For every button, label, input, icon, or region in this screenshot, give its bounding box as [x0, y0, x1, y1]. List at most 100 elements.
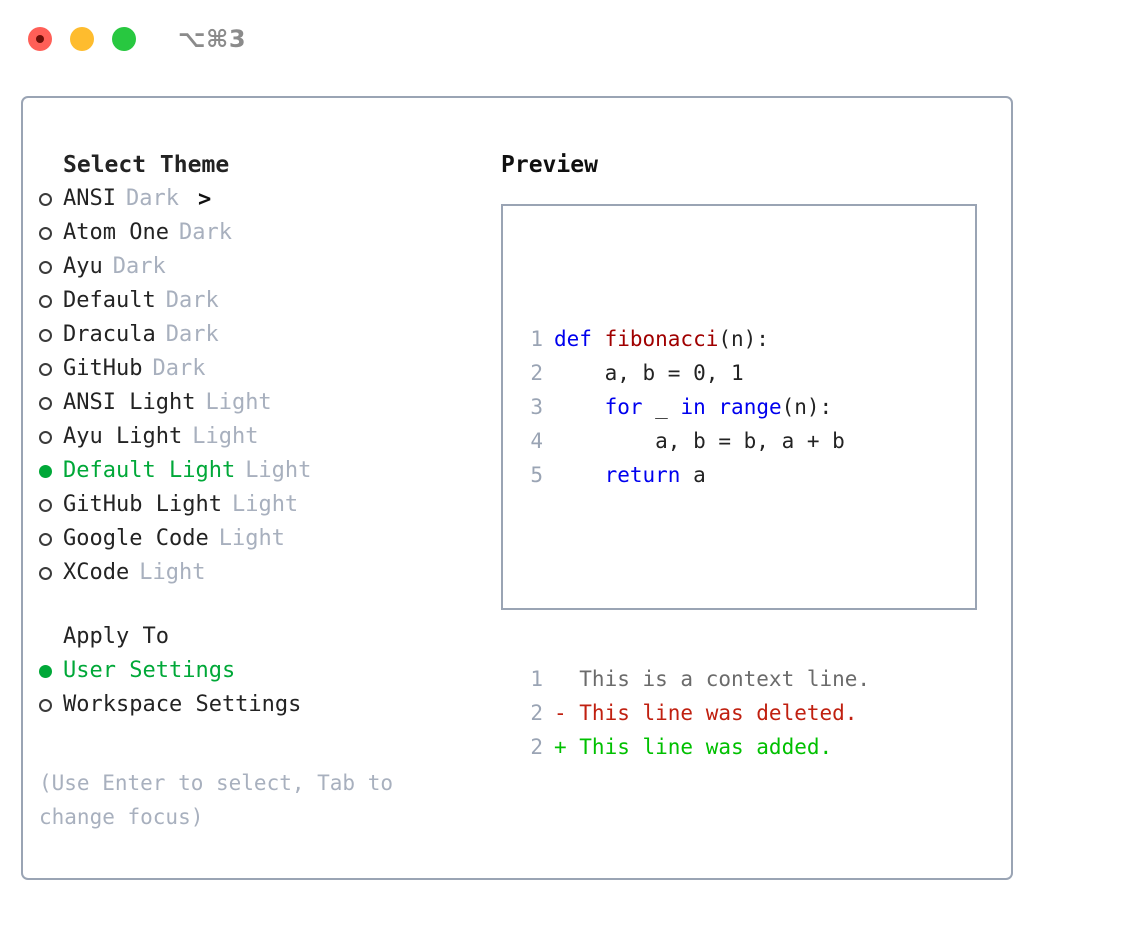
theme-option-label: Google Code — [63, 526, 209, 551]
diff-line-text: - This line was deleted. — [554, 701, 858, 725]
theme-option-variant: Dark — [165, 322, 219, 347]
diff-sample: 1 This is a context line. 2 - This line wa… — [517, 662, 870, 764]
code-token: return — [604, 463, 681, 487]
title-bar: ⌥⌘3 — [0, 0, 1140, 78]
theme-option-label: ANSI Light — [63, 390, 196, 415]
apply-to-option-user-settings[interactable]: User Settings — [39, 654, 479, 688]
theme-option-label: Ayu Light — [63, 424, 183, 449]
diff-line-ctx: 1 This is a context line. — [517, 662, 870, 696]
code-line-number: 1 — [530, 327, 543, 351]
theme-option-default[interactable]: Default Dark — [39, 284, 479, 318]
theme-option-variant: Light — [231, 492, 299, 517]
code-line: 3 for _ in range(n): — [517, 390, 870, 424]
code-line-text: a, b = b, a + b — [554, 424, 845, 458]
theme-option-label: Default Light — [63, 458, 236, 483]
code-line: 5 return a — [517, 458, 870, 492]
selection-caret-icon: > — [197, 187, 212, 212]
code-token: (n): — [781, 395, 833, 419]
code-token: _ — [642, 395, 681, 419]
theme-option-variant: Dark — [152, 356, 206, 381]
code-token: a, b = b, a + b — [554, 429, 845, 453]
apply-to-option-workspace-settings[interactable]: Workspace Settings — [39, 688, 479, 722]
code-line-number: 5 — [530, 463, 543, 487]
theme-option-variant: Light — [139, 560, 206, 585]
code-line-text: for _ in range(n): — [554, 390, 833, 424]
code-line-number: 4 — [530, 429, 543, 453]
code-line-number: 3 — [530, 395, 543, 419]
radio-unselected-icon — [39, 488, 63, 522]
code-token — [706, 395, 719, 419]
code-line: 1 def fibonacci(n): — [517, 322, 870, 356]
diff-line-add: 2 + This line was added. — [517, 730, 870, 764]
traffic-light-controls — [28, 27, 136, 51]
code-line-number: 2 — [530, 361, 543, 385]
code-token: a — [680, 463, 706, 487]
code-line-text: def fibonacci(n): — [554, 322, 769, 356]
theme-option-variant: Dark — [112, 254, 166, 279]
radio-unselected-icon — [39, 352, 63, 386]
apply-to-option-label: Workspace Settings — [63, 692, 302, 717]
radio-unselected-icon — [39, 522, 63, 556]
theme-option-label: Default — [63, 288, 156, 313]
theme-option-dracula[interactable]: Dracula Dark — [39, 318, 479, 352]
code-token: range — [718, 395, 782, 419]
theme-option-label: GitHub Light — [63, 492, 222, 517]
radio-unselected-icon — [39, 250, 63, 284]
code-blank-line — [517, 560, 870, 594]
spacer — [39, 590, 479, 620]
code-token: a, b = 0, 1 — [554, 361, 744, 385]
keyboard-hint-text: (Use Enter to select, Tab to change focu… — [39, 771, 394, 829]
select-theme-header: > Select Theme — [39, 148, 479, 212]
keyboard-shortcut-label: ⌥⌘3 — [178, 25, 247, 53]
theme-option-variant: Light — [218, 526, 285, 551]
apply-to-option-label: User Settings — [63, 658, 236, 683]
theme-option-variant: Dark — [165, 288, 219, 313]
theme-option-label: Atom One — [63, 220, 169, 245]
apply-to-header: Apply To — [39, 620, 479, 654]
radio-unselected-icon — [39, 216, 63, 250]
radio-unselected-icon — [39, 284, 63, 318]
select-theme-title: Select Theme — [63, 152, 230, 178]
theme-option-label: GitHub — [63, 356, 143, 381]
diff-line-number: 1 — [530, 667, 543, 691]
code-line-text: a, b = 0, 1 — [554, 356, 744, 390]
theme-option-google-code[interactable]: Google Code Light — [39, 522, 479, 556]
code-token: fibonacci — [604, 327, 719, 351]
diff-line-number: 2 — [530, 701, 543, 725]
theme-option-label: Dracula — [63, 322, 156, 347]
code-token: in — [680, 395, 706, 419]
theme-option-github-light[interactable]: GitHub Light Light — [39, 488, 479, 522]
close-window-button[interactable] — [28, 27, 52, 51]
theme-option-atom-one[interactable]: Atom One Dark — [39, 216, 479, 250]
theme-option-variant: Dark — [178, 220, 232, 245]
radio-unselected-icon — [39, 556, 63, 590]
radio-unselected-icon — [39, 386, 63, 420]
apply-to-title: Apply To — [63, 624, 169, 649]
code-line-text: return a — [554, 458, 706, 492]
code-token: for — [604, 395, 643, 419]
preview-title: Preview — [501, 152, 598, 178]
minimize-window-button[interactable] — [70, 27, 94, 51]
maximize-window-button[interactable] — [112, 27, 136, 51]
diff-line-number: 2 — [530, 735, 543, 759]
theme-option-label: ANSI — [63, 186, 116, 211]
diff-line-text: + This line was added. — [554, 735, 833, 759]
theme-option-github[interactable]: GitHub Dark — [39, 352, 479, 386]
code-line: 4 a, b = b, a + b — [517, 424, 870, 458]
code-token: def — [554, 327, 605, 351]
code-token — [554, 395, 605, 419]
